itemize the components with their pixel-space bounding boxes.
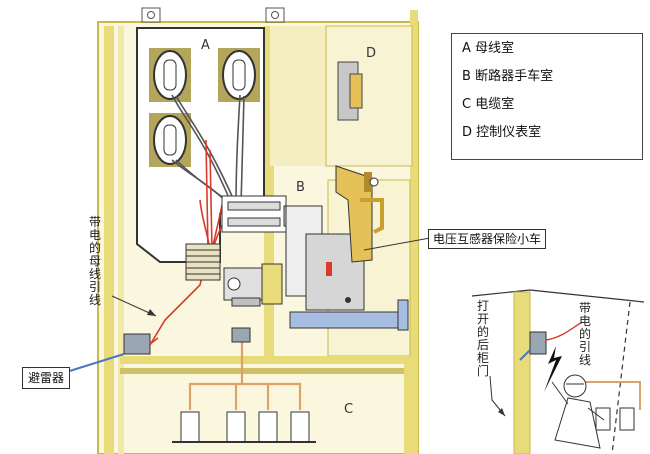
busbar-lead-note: 带电的母线引线 [88,215,101,307]
legend-text: 电缆室 [475,97,515,112]
open-rear-door-note: 打开的后柜门 [476,299,489,378]
current-transformer [185,243,221,281]
legend-item: C 电缆室 [462,98,642,111]
lifting-lug [141,7,285,23]
control-instrument-panel [337,61,363,121]
voltage-transformer [223,263,283,307]
legend-text: 母线室 [475,41,515,56]
arrester-callout: 避雷器 [22,367,71,389]
breaker-compartment [285,205,409,331]
room-label-c: C [344,402,354,417]
room-label-b: B [296,180,305,195]
rear-door-inset [471,289,645,454]
busbar-bushing [149,48,260,167]
legend-letter: B [462,69,471,84]
legend-item: D 控制仪表室 [462,126,642,139]
legend-text: 断路器手车室 [475,69,554,84]
legend-letter: D [462,125,473,140]
legend-letter: A [462,41,471,56]
lightning-arrester [59,333,159,375]
inset-lead-note: 带电的引线 [578,301,591,367]
cable-compartment-wiring [188,334,302,410]
legend: A 母线室 B 断路器手车室 C 电缆室 D 控制仪表室 [451,33,643,160]
legend-text: 控制仪表室 [476,125,542,140]
legend-item: B 断路器手车室 [462,70,642,83]
room-label-a: A [201,38,210,53]
cable-terminal [172,327,316,443]
room-label-d: D [366,46,377,61]
legend-item: A 母线室 [462,42,642,55]
vt-cart-callout: 电压互感器保险小车 [428,229,547,249]
breaker-mechanism [335,165,384,263]
legend-letter: C [462,97,472,112]
cabinet-side-rail [404,364,418,454]
